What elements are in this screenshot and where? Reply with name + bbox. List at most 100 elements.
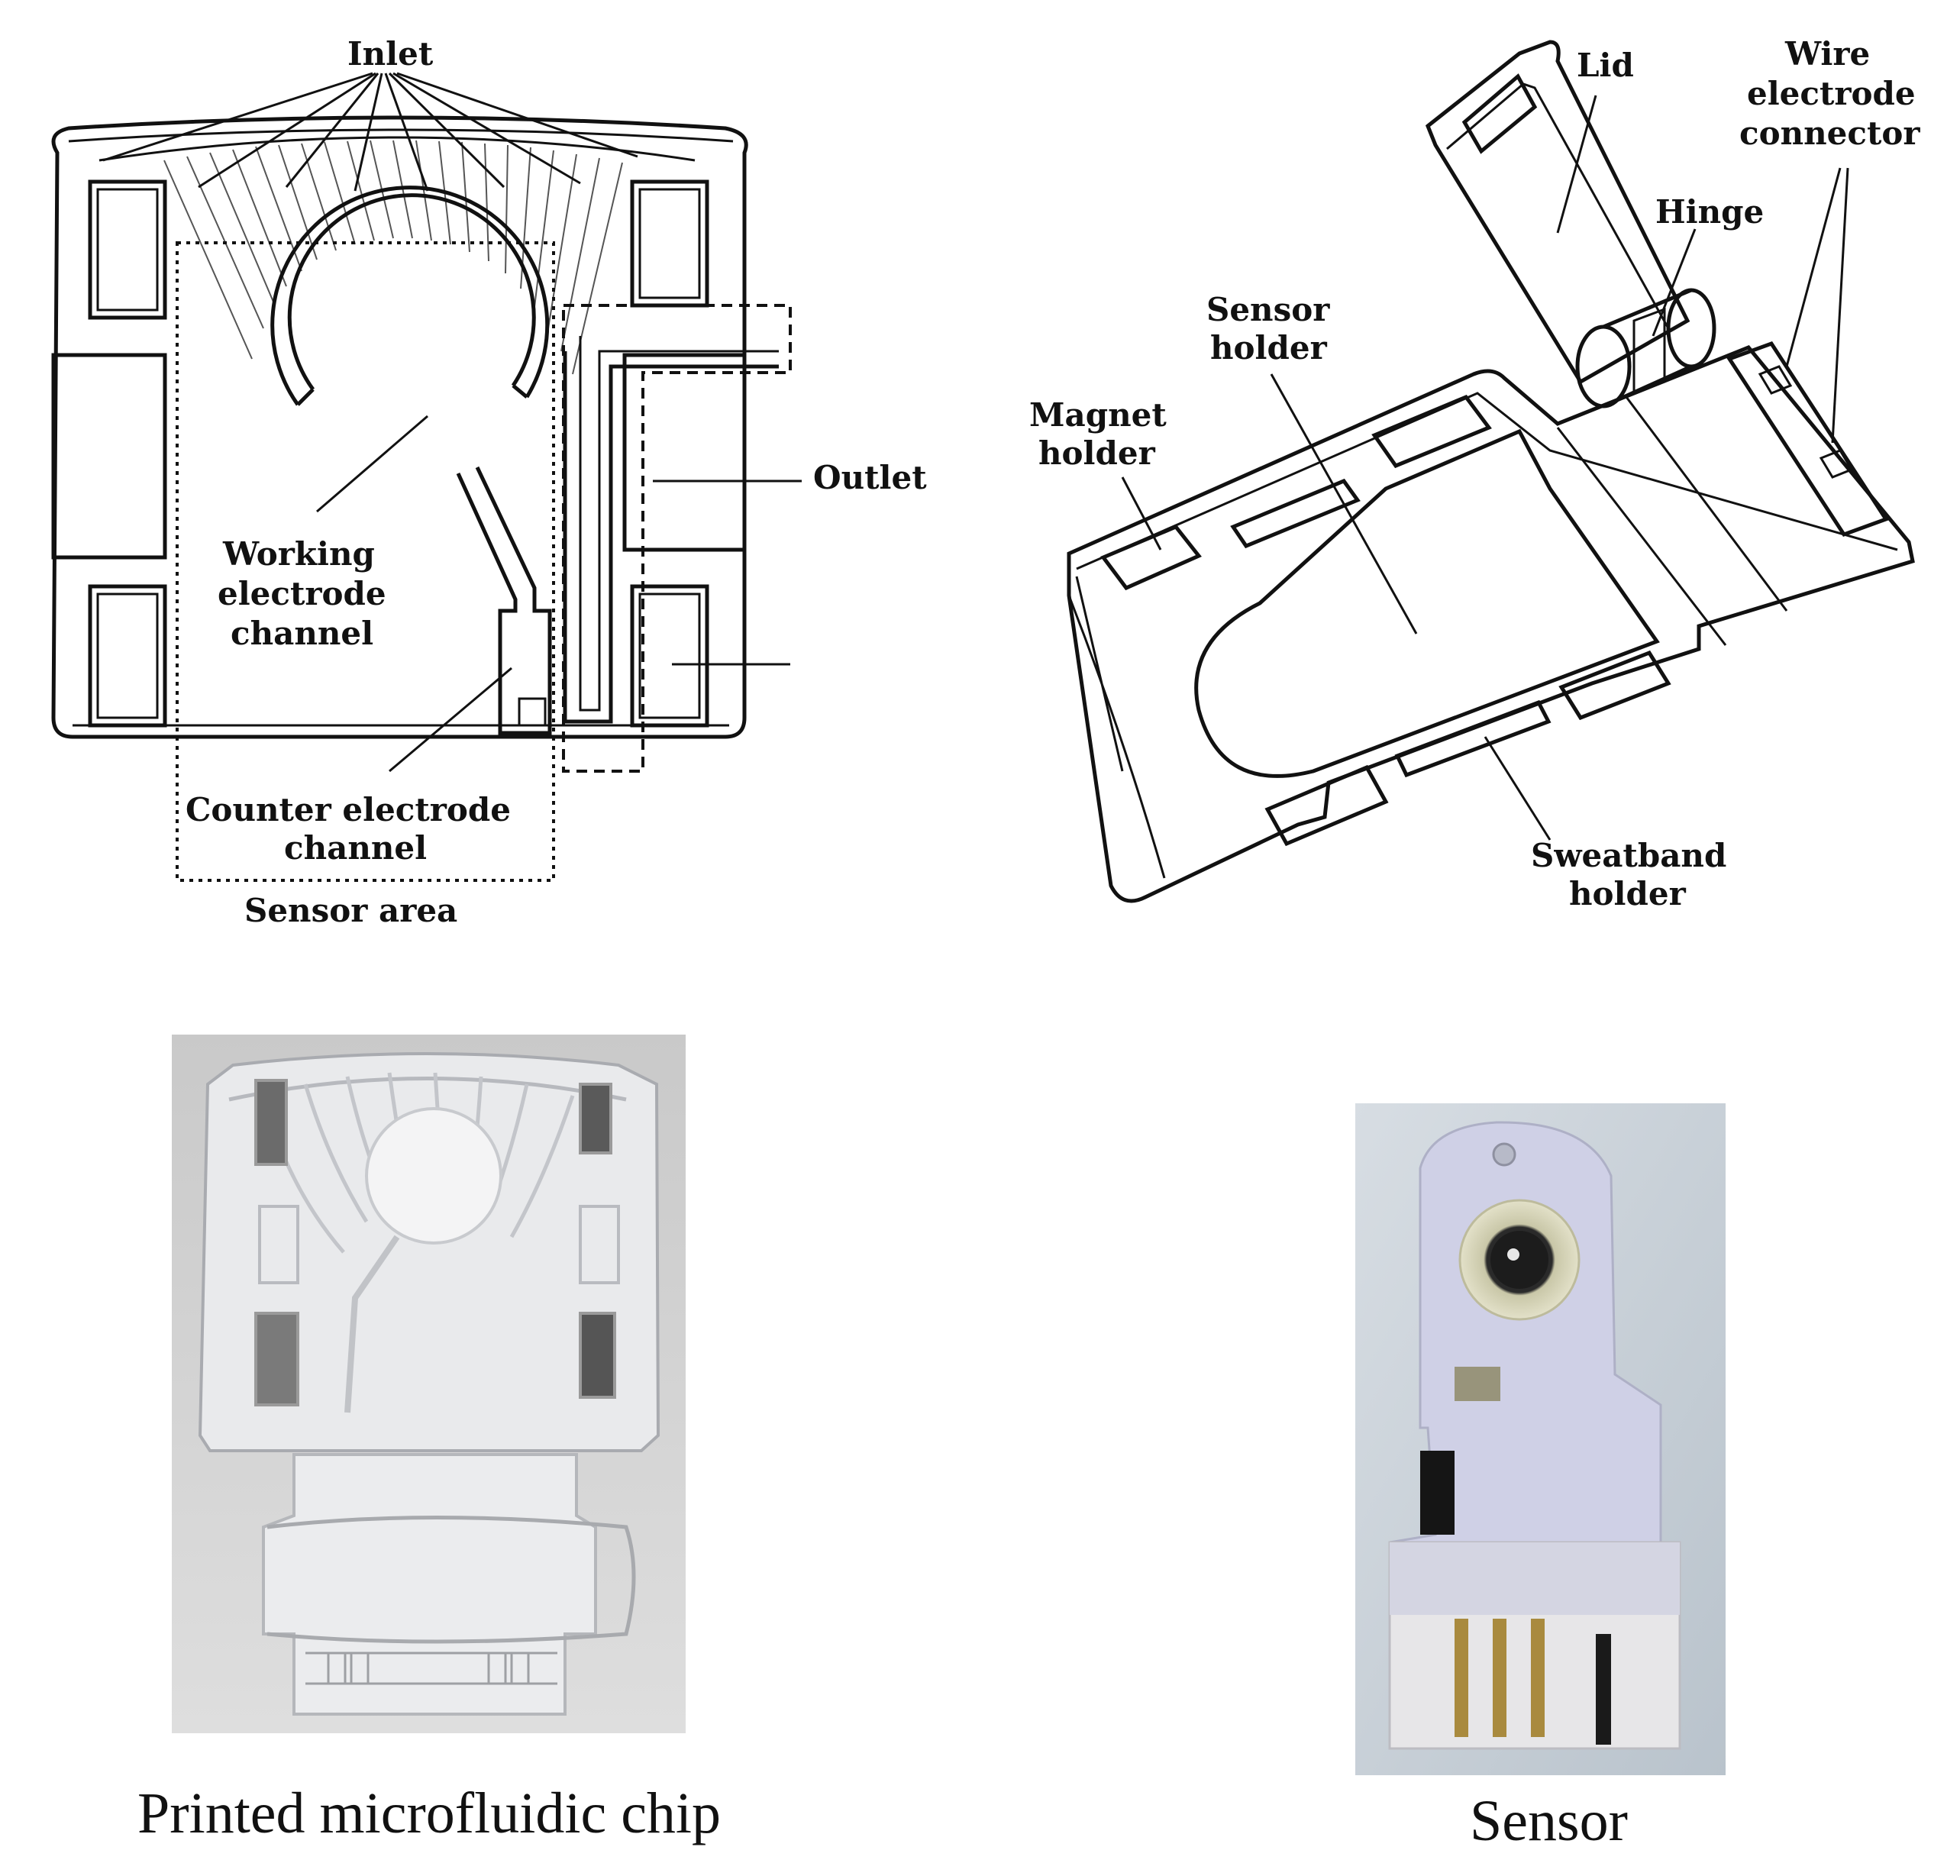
holder-base-outline <box>1067 345 1915 903</box>
chip-photo: Printed microfluidic chip <box>137 1035 721 1845</box>
lid-inner <box>1446 82 1670 329</box>
magnet-holder-label-line2: holder <box>1038 434 1156 472</box>
hinge-strip <box>1556 396 1788 646</box>
outlet-channel-inner <box>579 336 779 712</box>
wire-connector-block-2 <box>1819 449 1854 479</box>
working-electrode-label-line2: electrode <box>218 575 386 612</box>
ring-gap-left <box>296 388 315 406</box>
holder-diagram: Lid Wire electrode connector Hinge Senso… <box>1029 35 1920 912</box>
chip-photo-clip <box>262 1453 597 1716</box>
holder-base-side <box>1067 576 1166 879</box>
working-electrode-ring-inner <box>287 193 536 391</box>
chip-photo-caption: Printed microfluidic chip <box>137 1781 721 1845</box>
sensor-photo: Sensor <box>1355 1103 1726 1853</box>
chip-photo-left-top-pad <box>254 1079 288 1166</box>
sensor-wire <box>1596 1634 1611 1745</box>
wire-electrode-connector-label-line1: Wire <box>1784 35 1870 73</box>
hinge-leader <box>1652 228 1697 337</box>
outlet-dashed-region <box>562 304 792 773</box>
chip-pad-right-mid <box>622 353 747 552</box>
wire-leader-1 <box>1785 167 1842 367</box>
sensor-pin-1 <box>1455 1619 1468 1737</box>
wire-connector-block-1 <box>1758 365 1793 395</box>
holder-top-edge <box>1076 392 1898 570</box>
working-electrode-label-line1: Working <box>222 535 375 573</box>
magnet-holder-label-line1: Magnet <box>1029 396 1167 434</box>
chip-pad-left-top-inner <box>96 188 159 312</box>
chip-pad-right-top <box>630 179 709 308</box>
counter-electrode-label-line1: Counter electrode <box>186 791 511 828</box>
chip-photo-right-bottom-pad <box>579 1312 616 1399</box>
lid-window <box>1461 73 1538 154</box>
chip-pad-left-top <box>88 179 167 320</box>
chip-photo-side-left <box>258 1205 299 1284</box>
chip-photo-body <box>198 1052 660 1452</box>
chip-pad-right-bottom <box>630 584 709 728</box>
sensor-area-dotted <box>176 241 555 882</box>
chip-pad-right-bottom-inner <box>638 593 701 719</box>
chip-pad-left-mid <box>51 353 167 560</box>
sensor-holder-label-line1: Sensor <box>1206 291 1330 328</box>
slot-top-right <box>1371 394 1492 469</box>
wire-leader-2 <box>1831 167 1849 444</box>
chip-pad-left-bottom <box>88 584 167 728</box>
working-electrode-label-line3: channel <box>231 615 373 652</box>
ring-gap-right <box>512 384 528 399</box>
outlet-channel <box>563 351 779 724</box>
sensor-black-strip <box>1420 1451 1455 1535</box>
lid-outline <box>1425 40 1690 385</box>
sweatband-holder-label-line2: holder <box>1569 875 1687 912</box>
wire-electrode-connector-label-line2: electrode <box>1747 75 1916 112</box>
slot-bottom-left <box>1264 764 1389 847</box>
sensor-electrode-highlight <box>1507 1248 1519 1261</box>
wire-electrode-connector-label-line3: connector <box>1739 115 1920 152</box>
chip-photo-left-bottom-pad <box>254 1312 299 1406</box>
sensor-cavity <box>1194 428 1660 778</box>
outlet-label: Outlet <box>813 459 927 496</box>
sensor-pin-3 <box>1531 1619 1545 1737</box>
working-leader-line <box>316 415 428 513</box>
lid-label: Lid <box>1577 47 1634 84</box>
magnet-slot-top-left <box>1100 524 1202 591</box>
sensor-area-label: Sensor area <box>244 892 457 929</box>
chip-photo-right-top-pad <box>579 1083 612 1154</box>
inlet-fan-hatching <box>163 140 623 375</box>
counter-electrode-pad <box>518 697 547 727</box>
chip-diagram: Inlet Outlet Working electrode channel C… <box>51 35 927 929</box>
slot-bottom-right <box>1558 650 1671 721</box>
sensor-holder-label-line2: holder <box>1210 329 1328 366</box>
sweatband-holder-label-line1: Sweatband <box>1531 837 1726 874</box>
working-electrode-ring <box>270 186 550 406</box>
inlet-label: Inlet <box>347 35 434 73</box>
sensor-holder-leader <box>1270 373 1418 634</box>
chip-top-curve <box>68 128 734 143</box>
lid-leader <box>1556 95 1597 234</box>
chip-pad-right-top-inner <box>638 188 701 299</box>
chip-photo-well <box>365 1107 502 1245</box>
chip-pad-left-bottom-inner <box>96 593 159 719</box>
sensor-mid-contact <box>1455 1367 1500 1401</box>
chip-photo-slots <box>305 1652 557 1685</box>
counter-leader-line <box>389 667 512 773</box>
chip-photo-channel <box>344 1235 400 1413</box>
chip-photo-side-right <box>579 1205 620 1284</box>
working-electrode-stem <box>456 466 552 735</box>
wire-connector-rail <box>1726 341 1889 538</box>
chip-body-outline <box>51 115 748 739</box>
sweatband-leader <box>1484 736 1552 841</box>
magnet-holder-leader <box>1121 476 1162 551</box>
sensor-working-electrode <box>1490 1231 1548 1289</box>
sensor-pin-2 <box>1493 1619 1506 1737</box>
sensor-connector-top <box>1390 1542 1680 1615</box>
inlet-leader-lines <box>102 72 638 192</box>
hinge-label: Hinge <box>1655 193 1764 231</box>
sensor-mount-hole <box>1492 1142 1516 1167</box>
sensor-photo-caption: Sensor <box>1470 1789 1628 1853</box>
sweatband-slot <box>1394 699 1552 778</box>
chip-photo-clip-loop <box>266 1516 636 1644</box>
chip-inner-curve <box>98 136 696 162</box>
slot-top-center <box>1230 478 1361 549</box>
counter-electrode-label-line2: channel <box>284 829 427 867</box>
